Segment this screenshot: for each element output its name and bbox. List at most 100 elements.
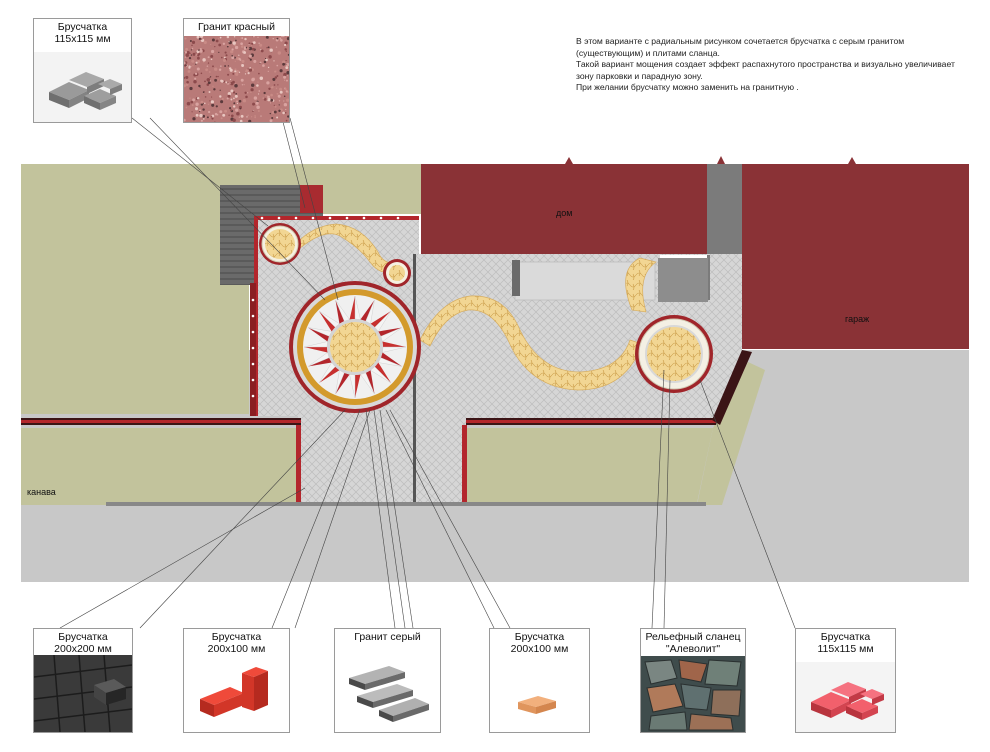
granite-speckle: [272, 38, 274, 40]
granite-speckle: [223, 56, 226, 59]
granite-speckle: [219, 89, 221, 91]
granite-speckle: [225, 81, 228, 84]
granite-speckle: [269, 112, 271, 115]
granite-speckle: [222, 42, 226, 45]
granite-speckle: [197, 49, 200, 51]
curb-light: [328, 216, 332, 220]
granite-speckle: [271, 116, 274, 120]
granite-speckle: [250, 44, 253, 46]
granite-speckle: [256, 84, 259, 87]
dark-square-pavers-icon: [34, 655, 132, 732]
granite-speckle: [252, 102, 256, 106]
granite-speckle: [257, 81, 259, 83]
granite-speckle: [275, 87, 278, 89]
rosette-ray: [307, 357, 332, 367]
granite-speckle: [226, 97, 229, 100]
small-rosette-top-left: [259, 223, 301, 265]
granite-speckle: [270, 98, 274, 102]
granite-speckle: [278, 104, 280, 106]
curb-light: [345, 216, 349, 220]
granite-speckle: [207, 103, 210, 106]
granite-speckle: [285, 109, 287, 110]
granite-speckle: [227, 91, 232, 96]
granite-speckle: [252, 41, 256, 44]
granite-speckle: [277, 84, 279, 86]
granite-speckle: [282, 60, 286, 64]
granite-speckle: [283, 95, 286, 97]
granite-speckle: [267, 95, 270, 99]
granite-speckle: [267, 70, 269, 73]
granite-speckle: [240, 114, 244, 118]
leader-lines: [59, 117, 796, 629]
granite-speckle: [186, 51, 190, 55]
granite-speckle: [184, 51, 188, 54]
curb-light: [251, 394, 255, 398]
granite-speckle: [196, 97, 200, 100]
granite-speckle: [186, 80, 189, 84]
granite-speckle: [232, 41, 236, 45]
granite-speckle: [208, 91, 211, 93]
curb-light: [251, 330, 255, 334]
granite-speckle: [209, 76, 211, 79]
granite-speckle: [243, 84, 245, 86]
granite-speckle: [248, 119, 252, 122]
curb-light: [277, 216, 281, 220]
granite-speckle: [202, 108, 205, 111]
granite-speckle: [210, 116, 213, 118]
rosette-ray: [374, 362, 392, 384]
granite-speckle: [190, 54, 193, 56]
granite-speckle: [224, 65, 227, 67]
granite-speckle: [268, 87, 271, 90]
description-line: При желании брусчатку можно заменить на …: [576, 82, 799, 93]
granite-speckle: [192, 98, 196, 102]
granite-speckle: [234, 45, 239, 50]
granite-speckle: [231, 48, 234, 51]
granite-speckle: [207, 81, 211, 85]
granite-speckle: [189, 97, 191, 99]
granite-speckle: [197, 60, 201, 63]
sand-path-main: [419, 295, 643, 391]
granite-speckle: [200, 100, 204, 104]
granite-speckle: [219, 95, 222, 98]
granite-speckle: [260, 49, 264, 53]
granite-speckle: [206, 83, 210, 86]
granite-speckle: [202, 114, 206, 118]
lawn-strip-right: [697, 362, 765, 505]
granite-speckle: [184, 84, 186, 88]
granite-speckle: [220, 56, 223, 59]
swatch-gray-granite: Гранит серый: [334, 628, 441, 733]
granite-speckle: [199, 47, 202, 50]
granite-speckle: [256, 105, 258, 107]
granite-speckle: [195, 54, 197, 56]
description-line: В этом варианте с радиальным рисунком со…: [576, 36, 905, 46]
granite-speckle: [212, 85, 214, 87]
granite-speckle: [253, 59, 257, 63]
granite-speckle: [208, 71, 211, 73]
granite-speckle: [227, 94, 231, 98]
granite-speckle: [285, 62, 289, 67]
granite-speckle: [273, 60, 275, 62]
rosette-ray: [360, 299, 375, 322]
granite-speckle: [233, 36, 236, 38]
granite-speckle: [191, 47, 194, 50]
granite-speckle: [238, 57, 241, 61]
granite-speckle: [199, 86, 201, 89]
granite-speckle: [276, 116, 279, 119]
granite-speckle: [247, 72, 250, 75]
rosette-ray: [380, 352, 403, 367]
granite-speckle: [254, 116, 257, 119]
granite-speckle: [243, 51, 247, 54]
granite-speckle: [185, 47, 189, 51]
granite-speckle: [229, 82, 232, 84]
granite-speckle: [243, 46, 246, 49]
granite-speckle: [220, 65, 222, 67]
granite-speckle: [218, 51, 220, 54]
granite-speckle: [285, 90, 288, 93]
rosette-ray: [335, 299, 345, 324]
gray-paver-cubes-icon: [34, 52, 131, 122]
granite-speckle: [233, 102, 236, 105]
granite-speckle: [238, 99, 242, 103]
granite-speckle: [191, 104, 194, 107]
granite-speckle: [188, 56, 192, 60]
